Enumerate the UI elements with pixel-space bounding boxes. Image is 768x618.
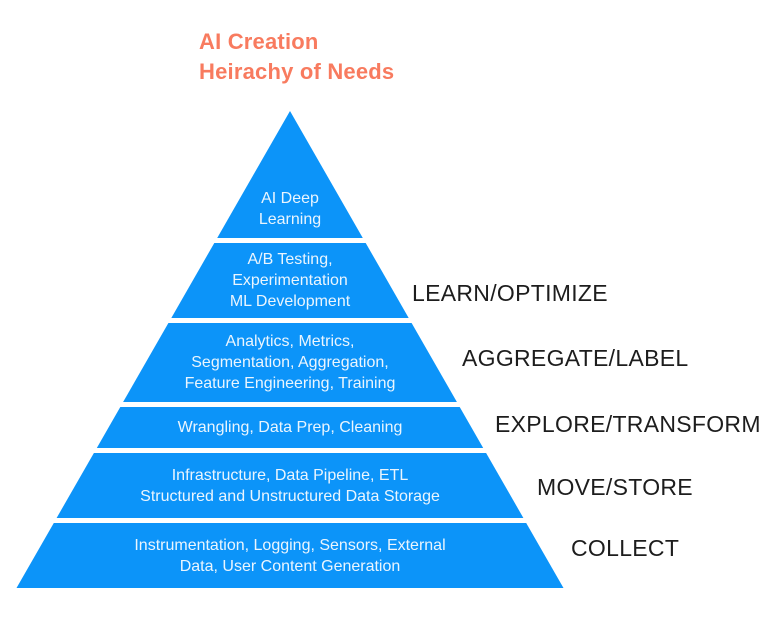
level-text-line: Data, User Content Generation [179,557,401,575]
level-text-line: Wrangling, Data Prep, Cleaning [177,419,403,436]
pyramid-level-learn-optimize: A/B Testing, Experimentation ML Developm… [171,243,409,318]
pyramid-level-explore-transform: Wrangling, Data Prep, Cleaning [96,407,484,448]
title-line-2: Heirachy of Needs [199,59,395,84]
stage-label-collect: COLLECT [571,535,680,561]
level-text-line: Analytics, Metrics, [225,333,355,350]
stage-label-learn-optimize: LEARN/OPTIMIZE [412,280,608,306]
level-text-line: Segmentation, Aggregation, [191,354,389,371]
level-text-line: Infrastructure, Data Pipeline, ETL [171,466,409,484]
level-text-line: A/B Testing, [247,251,333,268]
level-text-line: Experimentation [232,272,348,289]
level-text-line: Structured and Unstructured Data Storage [140,487,440,505]
pyramid-level-ai-deep-learning: AI Deep Learning [217,111,363,238]
pyramid-level-collect: Instrumentation, Logging, Sensors, Exter… [16,523,564,588]
level-text-line: AI Deep [261,190,319,207]
stage-label-move-store: MOVE/STORE [537,474,693,500]
diagram-title: AI Creation Heirachy of Needs [199,27,394,87]
level-text-line: ML Development [229,293,351,310]
stage-label-aggregate-label: AGGREGATE/LABEL [462,345,689,371]
level-text-line: Learning [258,211,322,228]
title-line-1: AI Creation [199,29,319,54]
level-text-line: Instrumentation, Logging, Sensors, Exter… [134,536,446,554]
pyramid-level-move-store: Infrastructure, Data Pipeline, ETL Struc… [56,453,524,518]
stage-label-explore-transform: EXPLORE/TRANSFORM [495,411,761,437]
level-text-line: Feature Engineering, Training [184,375,396,392]
pyramid-level-aggregate-label: Analytics, Metrics, Segmentation, Aggreg… [123,323,457,402]
